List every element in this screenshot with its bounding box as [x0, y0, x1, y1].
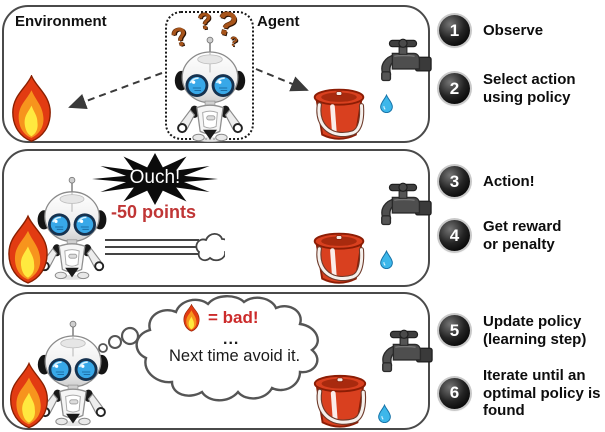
step-3-badge: 3 [439, 166, 470, 197]
flame-icon [4, 75, 59, 143]
bucket-icon [310, 372, 370, 432]
step-6: 6 Iterate until an optimal policy is fou… [439, 367, 601, 420]
environment-label: Environment [15, 13, 107, 30]
flame-icon [180, 304, 203, 332]
step-6-label: Iterate until an optimal policy is found [483, 367, 601, 419]
step-4-badge: 4 [439, 220, 470, 251]
flame-icon [4, 362, 54, 430]
step-2: 2 Select action using policy [439, 71, 576, 106]
bad-label: = bad! [208, 308, 259, 327]
question-mark-icon: ? [196, 7, 214, 35]
panel-learning: = bad! ... Next time avoid it. [2, 292, 430, 430]
step-5-badge: 5 [439, 315, 470, 346]
starburst-icon: Ouch! [90, 151, 220, 207]
faucet-icon [374, 181, 432, 239]
panel-environment: Environment Agent ? ? ? ? [2, 3, 432, 144]
flame-icon [2, 213, 54, 287]
step-4: 4 Get reward or penalty [439, 218, 561, 253]
penalty-points-label: -50 points [111, 202, 197, 222]
agent-label: Agent [257, 13, 300, 30]
water-drop-icon [380, 250, 393, 269]
water-drop-icon [378, 404, 391, 423]
panel-penalty: Ouch! -50 points [2, 149, 430, 287]
step-1-badge: 1 [439, 15, 470, 46]
step-6-badge: 6 [439, 377, 470, 409]
steps-list: 1 Observe 2 Select action using policy 3… [435, 0, 605, 432]
step-1: 1 Observe [439, 15, 543, 46]
step-5: 5 Update policy (learning step) [439, 313, 586, 348]
step-3-label: Action! [483, 172, 535, 190]
faucet-icon [374, 37, 432, 95]
speed-lines-icon [105, 232, 225, 262]
ellipsis-label: ... [223, 331, 240, 348]
thought-bubble-icon [98, 295, 319, 402]
faucet-icon [375, 328, 433, 386]
bucket-icon [310, 86, 368, 144]
step-2-badge: 2 [439, 73, 470, 104]
ouch-label: Ouch! [129, 167, 181, 188]
step-4-label: Get reward or penalty [483, 218, 562, 253]
robot-icon [169, 34, 251, 142]
step-3: 3 Action! [439, 166, 535, 197]
avoid-label: Next time avoid it. [169, 347, 301, 365]
step-2-label: Select action using policy [483, 71, 576, 106]
step-5-label: Update policy (learning step) [483, 313, 587, 348]
bucket-icon [310, 230, 368, 288]
dashed-arrows [68, 68, 309, 109]
water-drop-icon [380, 94, 393, 113]
step-1-label: Observe [483, 21, 544, 39]
